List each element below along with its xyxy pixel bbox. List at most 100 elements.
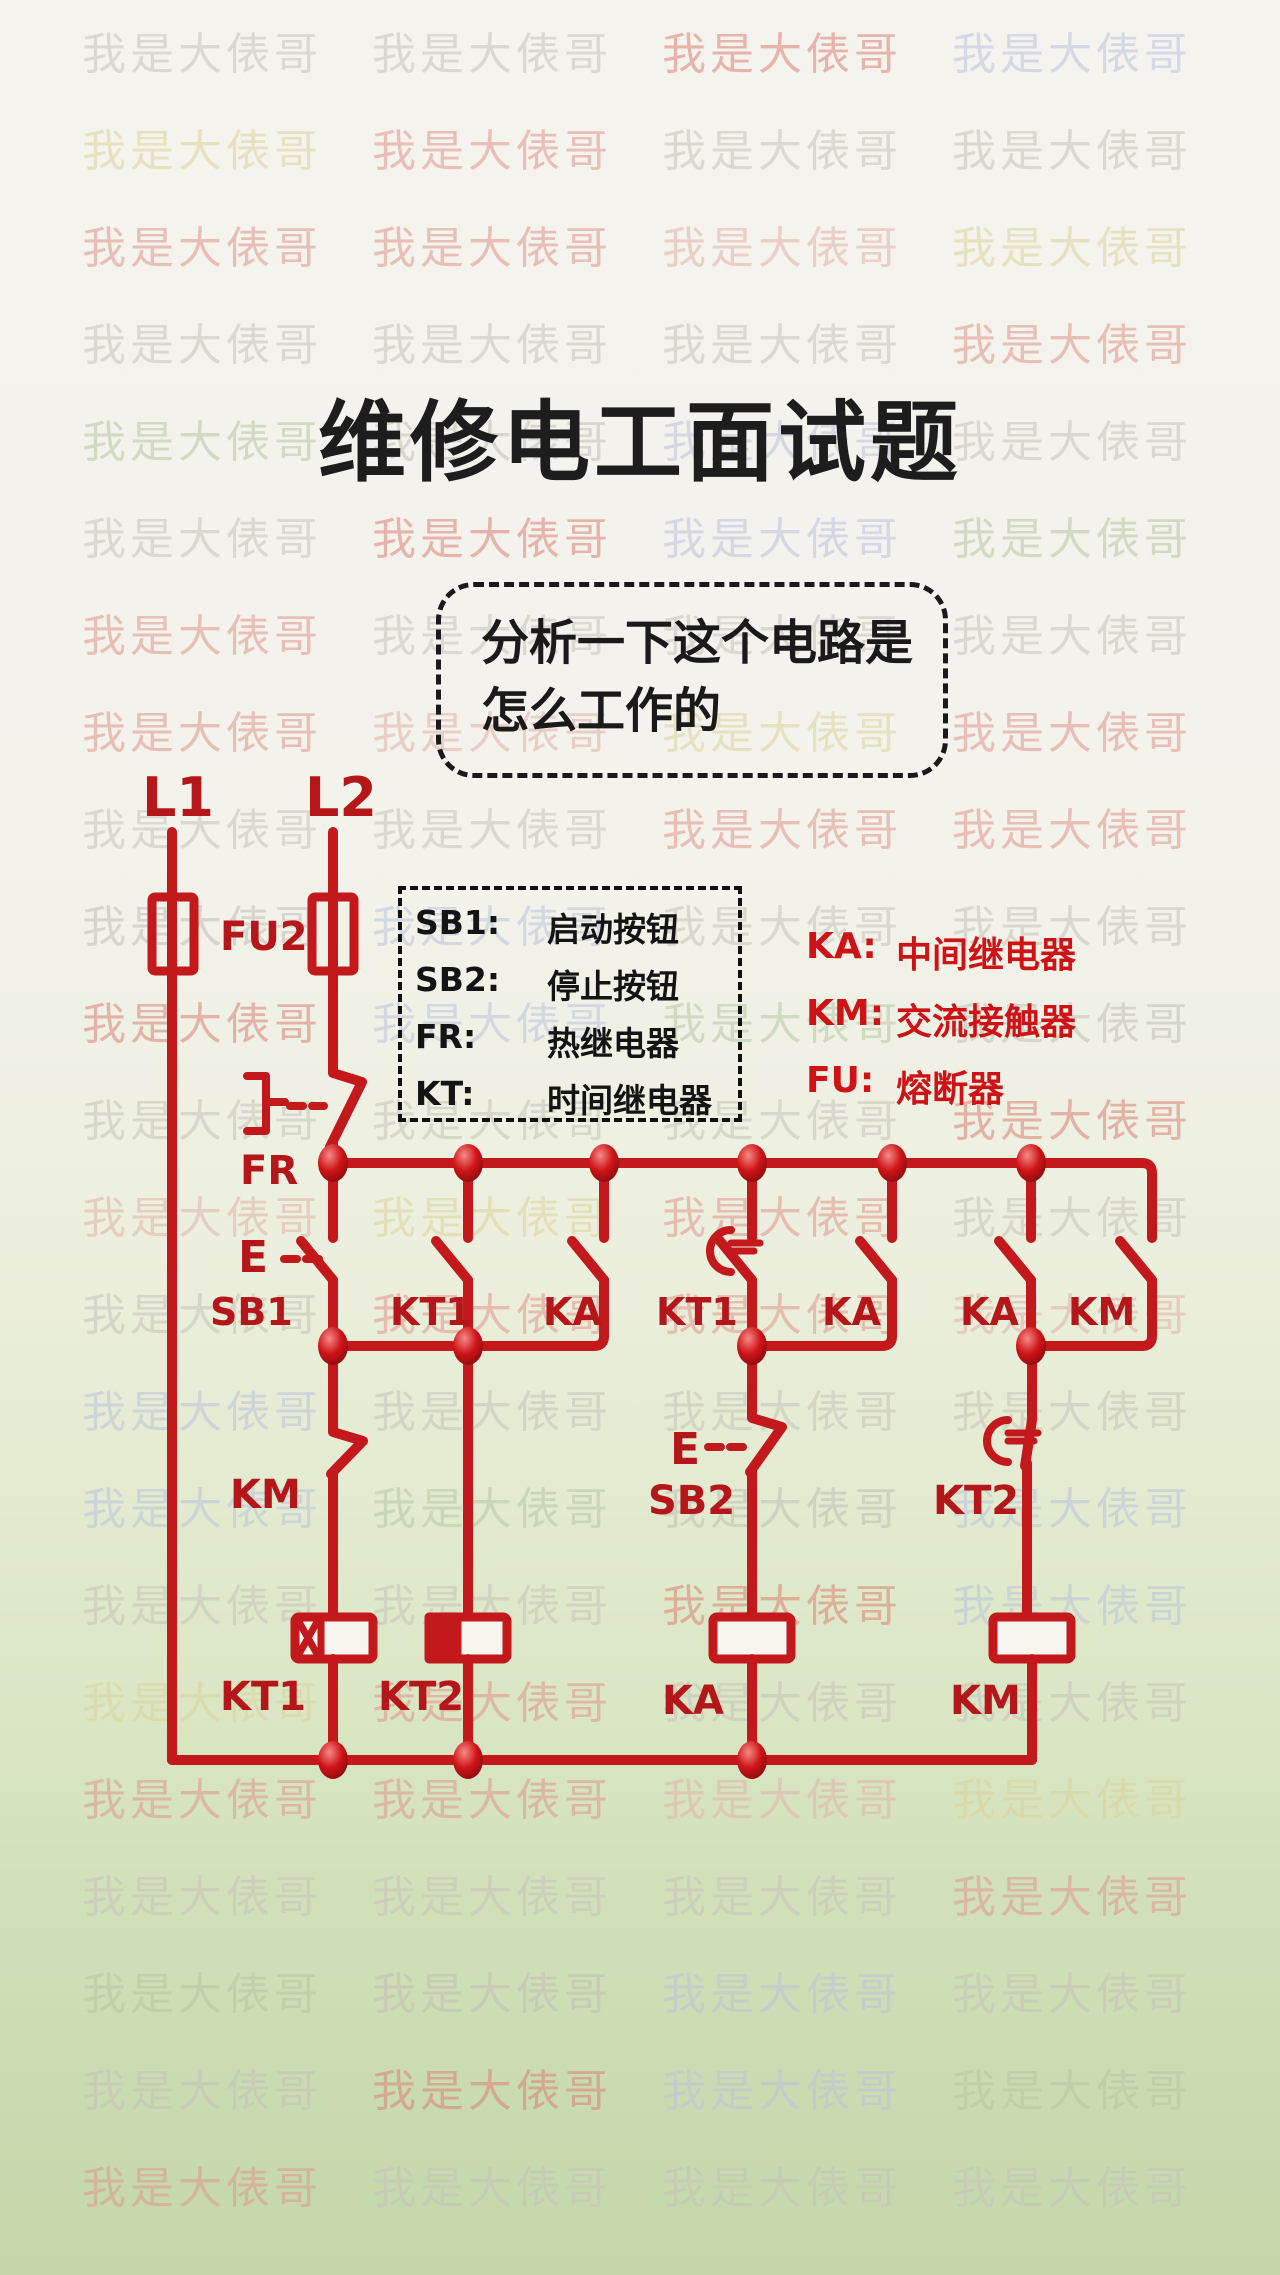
watermark-text: 我是大俵哥 (952, 223, 1192, 274)
kt2-delay-arc (983, 1416, 1012, 1466)
legend-term: KM: (806, 993, 885, 1034)
watermark-text: 我是大俵哥 (662, 29, 902, 80)
kt1-delay-ticks (727, 1239, 764, 1255)
watermark-text: 我是大俵哥 (662, 611, 902, 662)
watermark-text: 我是大俵哥 (82, 805, 322, 856)
legend-desc: 熔断器 (896, 1069, 1005, 1110)
watermark-text: 我是大俵哥 (372, 126, 612, 177)
contact-kaa-no (567, 1236, 609, 1285)
watermark-text: 我是大俵哥 (952, 320, 1192, 371)
legend-row-km: KM: 交流接触器 (806, 993, 1076, 1045)
label-l2: L2 (305, 766, 377, 829)
contact-sb2-nc (745, 1341, 787, 1622)
watermark-text: 我是大俵哥 (952, 417, 1192, 468)
watermark-text: 我是大俵哥 (82, 999, 322, 1050)
watermark-text: 我是大俵哥 (82, 29, 322, 80)
junction-dots (318, 1144, 1046, 1779)
watermark-text: 我是大俵哥 (372, 902, 612, 953)
label-ka-contact2: KA (822, 1290, 881, 1334)
legend-desc: 热继电器 (547, 1024, 679, 1063)
legend-box-black: SB1: 启动按钮 SB2: 停止按钮 FR: 热继电器 KT: 时间继电器 (398, 886, 742, 1122)
watermark-text: 我是大俵哥 (952, 1969, 1192, 2020)
watermark-text: 我是大俵哥 (372, 708, 612, 759)
watermark-text: 我是大俵哥 (662, 902, 902, 953)
watermark-text: 我是大俵哥 (662, 223, 902, 274)
label-kt1-contact1: KT1 (390, 1290, 472, 1334)
watermark-text: 我是大俵哥 (372, 1484, 612, 1535)
legend-term: KA: (806, 926, 877, 967)
coil-kt2-solid-box (424, 1612, 462, 1664)
label-km-coil: KM (950, 1678, 1021, 1724)
watermark-text: 我是大俵哥 (82, 1678, 322, 1729)
label-kt2-coil: KT2 (378, 1674, 465, 1720)
subbus-2 (747, 1275, 897, 1351)
watermark-text: 我是大俵哥 (372, 611, 612, 662)
watermark-text: 我是大俵哥 (662, 1969, 902, 2020)
watermark-text: 我是大俵哥 (82, 223, 322, 274)
watermark-text: 我是大俵哥 (952, 999, 1192, 1050)
watermark-text: 我是大俵哥 (82, 126, 322, 177)
legend-row-ka: KA: 中间继电器 (806, 926, 1076, 978)
watermark-text: 我是大俵哥 (372, 417, 612, 468)
watermark-text: 我是大俵哥 (952, 2066, 1192, 2117)
watermark-text: 我是大俵哥 (952, 708, 1192, 759)
legend-term: KT: (415, 1074, 475, 1113)
label-ka-coil: KA (662, 1678, 724, 1724)
watermark-text: 我是大俵哥 (82, 1193, 322, 1244)
watermark-text: 我是大俵哥 (662, 417, 902, 468)
watermark-text: 我是大俵哥 (372, 2066, 612, 2117)
coil-ka (708, 1612, 796, 1664)
legend-row-sb2: SB2: 停止按钮 (415, 960, 738, 1008)
label-kt1-contact2: KT1 (656, 1290, 738, 1334)
label-kt1-coil: KT1 (220, 1674, 307, 1720)
watermark-text: 我是大俵哥 (662, 2163, 902, 2214)
watermark-text: 我是大俵哥 (82, 1775, 322, 1826)
contact-kt2-nc-delay (1020, 1341, 1037, 1622)
legend-term: SB2: (415, 960, 501, 999)
watermark-text: 我是大俵哥 (82, 514, 322, 565)
watermark-text: 我是大俵哥 (372, 1872, 612, 1923)
coil-km (988, 1612, 1076, 1664)
watermark-text: 我是大俵哥 (952, 514, 1192, 565)
watermark-text: 我是大俵哥 (372, 514, 612, 565)
legend-term: FU: (806, 1060, 875, 1101)
branch-stubs (328, 1158, 1036, 1243)
contact-kt1a-no (431, 1236, 473, 1285)
legend-desc: 停止按钮 (547, 967, 679, 1006)
page-title: 维修电工面试题 (317, 391, 962, 494)
watermark-text: 我是大俵哥 (952, 805, 1192, 856)
label-kt2-contact: KT2 (933, 1478, 1020, 1524)
watermark-text: 我是大俵哥 (372, 805, 612, 856)
subbus-1 (328, 1275, 609, 1351)
watermark-text: 我是大俵哥 (82, 2163, 322, 2214)
contact-kmb-nc (326, 1341, 368, 1622)
question-line-1: 分析一下这个电路是 (481, 615, 914, 671)
watermark-text: 我是大俵哥 (82, 1581, 322, 1632)
label-l1: L1 (142, 766, 214, 829)
fr-thermal-element (243, 1072, 289, 1135)
label-fr: FR (240, 1148, 299, 1194)
label-ka-contact3: KA (960, 1290, 1019, 1334)
watermark-text: 我是大俵哥 (372, 1193, 612, 1244)
legend-term: SB1: (415, 903, 501, 942)
legend-desc: 中间继电器 (896, 935, 1077, 976)
watermark-text: 我是大俵哥 (952, 1096, 1192, 1147)
watermark-text: 我是大俵哥 (82, 1872, 322, 1923)
label-sb1: SB1 (210, 1290, 293, 1334)
legend-row-kt: KT: 时间继电器 (415, 1074, 738, 1122)
contact-kma-no (1115, 1236, 1157, 1285)
watermark-text: 我是大俵哥 (952, 1775, 1192, 1826)
contact-kab-no (855, 1236, 897, 1285)
watermark-text: 我是大俵哥 (372, 999, 612, 1050)
legend-row-sb1: SB1: 启动按钮 (415, 903, 738, 951)
watermark-text: 我是大俵哥 (952, 29, 1192, 80)
watermark-text: 我是大俵哥 (662, 805, 902, 856)
label-sb1-actuator: E (238, 1232, 269, 1283)
subbus-3 (1026, 1275, 1157, 1351)
kt1-delay-arc (706, 1226, 735, 1276)
coil-kt1-divider (295, 1613, 325, 1663)
watermark-text: 我是大俵哥 (82, 1290, 322, 1341)
label-fu2: FU2 (220, 914, 308, 960)
question-line-2: 怎么工作的 (481, 683, 722, 740)
